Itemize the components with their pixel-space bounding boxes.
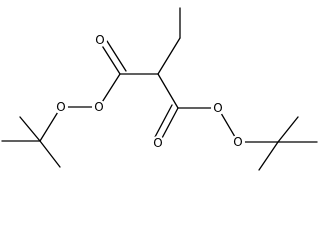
atom-label-o-right-ester: O: [213, 101, 222, 115]
atom-labels: O O O O O O: [54, 33, 245, 150]
atom-label-o-right-peroxide: O: [233, 135, 242, 149]
atom-o-left-carbonyl: O: [93, 33, 107, 47]
bond-left-carbonyl-double-a: [100, 43, 121, 75]
atom-o-left-ester: O: [92, 100, 106, 114]
atom-o-right-peroxide: O: [231, 135, 245, 149]
atom-label-o-left-peroxide: O: [56, 100, 65, 114]
bond-lines: [1, 7, 318, 171]
bond-left-carbonyl-double-b: [106, 40, 127, 72]
bond-left-tbutyl-me-north: [19, 116, 41, 142]
atom-label-o-left-ester: O: [94, 100, 103, 114]
molecule-structure-diagram: O O O O O O: [1, 7, 318, 171]
atom-label-o-right-carbonyl: O: [153, 136, 162, 150]
bond-right-tbutyl-me-south: [258, 141, 279, 171]
atom-o-left-peroxide: O: [54, 100, 68, 114]
bond-right-carbonyl-double-b: [154, 104, 173, 138]
atom-label-o-left-carbonyl: O: [95, 33, 104, 47]
atom-o-right-ester: O: [211, 101, 225, 115]
atom-o-right-carbonyl: O: [151, 136, 165, 150]
bond-ch-right-carbonyl: [157, 73, 179, 109]
bond-right-tbutyl-me-north: [277, 116, 299, 143]
bond-left-tbutyl-me-south: [39, 140, 61, 168]
bond-ethyl-ch2-ch: [157, 37, 181, 75]
bond-right-carbonyl-double-a: [160, 107, 179, 141]
